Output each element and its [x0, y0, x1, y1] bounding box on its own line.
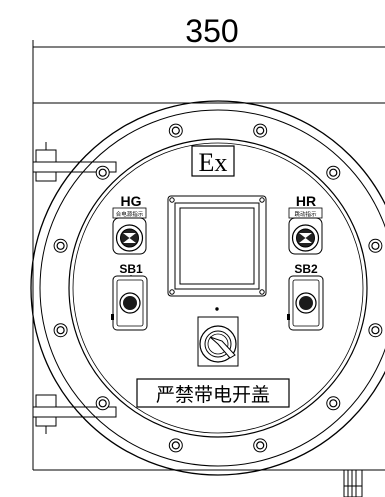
cable-gland [343, 469, 363, 497]
indicator-hg-caption: 合电源指示 [116, 210, 144, 218]
indicator-hr: HR 跳动指示 [288, 193, 323, 255]
pushbutton-sb2: SB2 [287, 262, 324, 331]
pushbutton-sb1: SB1 [111, 262, 148, 331]
hinge-top [32, 142, 117, 182]
bolt-socket [56, 241, 65, 250]
bolt-socket [371, 241, 380, 250]
bolt-socket [329, 168, 338, 177]
flange-cover [30, 100, 385, 476]
display-window [167, 195, 267, 297]
pushbutton-sb1-tag: SB1 [119, 262, 143, 276]
rotary-switch [197, 307, 239, 367]
indicator-hr-caption: 跳动指示 [294, 210, 317, 218]
warning-text: 严禁带电开盖 [156, 384, 270, 406]
bolt-socket [371, 326, 380, 335]
bolt-socket [56, 326, 65, 335]
bolt-socket [98, 168, 107, 177]
bolt-socket [256, 441, 265, 450]
dimension-label: 350 [185, 13, 238, 49]
bolt-socket [256, 126, 265, 135]
bolt-socket [98, 399, 107, 408]
ex-mark: Ex [191, 145, 235, 177]
indicator-hr-tag: HR [296, 193, 316, 209]
ex-mark-label: Ex [199, 148, 228, 177]
flange-bolts [53, 123, 383, 453]
bolt-socket [329, 399, 338, 408]
pushbutton-sb2-tag: SB2 [294, 262, 318, 276]
indicator-hg-tag: HG [121, 193, 142, 209]
indicator-hg: HG 合电源指示 [112, 193, 147, 255]
bolt-socket [171, 441, 180, 450]
bolt-socket [171, 126, 180, 135]
warning-label: 严禁带电开盖 [136, 378, 290, 408]
dimension-annotation: 350 [32, 13, 385, 60]
